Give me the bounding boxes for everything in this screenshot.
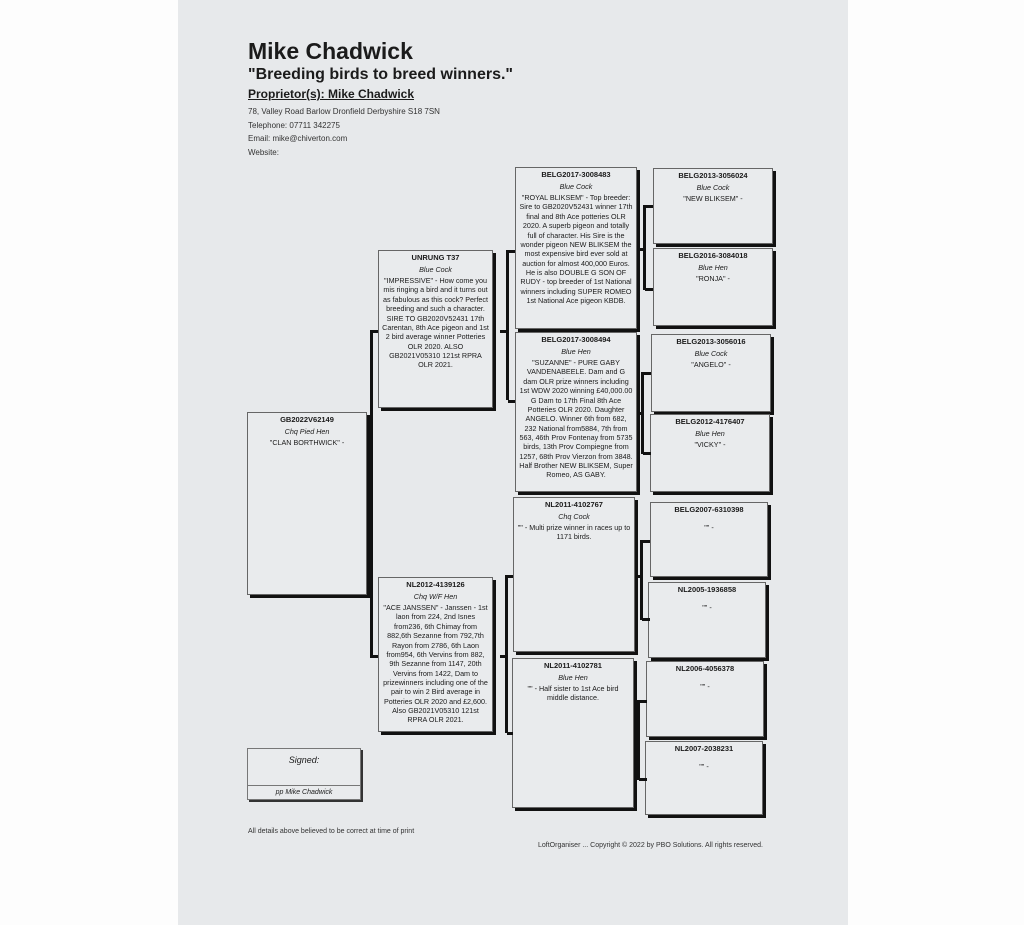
connector-line: [506, 250, 509, 400]
bird-notes: "ROYAL BLIKSEM" - Top breeder: Sire to G…: [519, 193, 633, 306]
telephone: Telephone: 07711 342275: [248, 121, 340, 130]
bird-colour: Chq W/F Hen: [413, 591, 458, 601]
connector-line: [500, 655, 508, 658]
connector-line: [635, 575, 640, 578]
copyright: LoftOrganiser ... Copyright © 2022 by PB…: [538, 842, 763, 849]
connector-line: [643, 452, 651, 455]
bird-colour: Blue Cock: [696, 182, 730, 192]
pedigree-box-ds-dam: NL2005-1936858 "" -: [648, 582, 766, 658]
slogan: "Breeding birds to breed winners.": [248, 66, 513, 83]
connector-line: [634, 733, 638, 736]
connector-line: [367, 500, 372, 503]
connector-line: [370, 655, 378, 658]
bird-ring: BELG2017-3008483: [541, 170, 611, 179]
bird-notes: "CLAN BORTHWICK" -: [269, 438, 345, 448]
bird-ring: GB2022V62149: [280, 415, 334, 424]
website: Website:: [248, 148, 279, 157]
connector-line: [370, 330, 373, 656]
connector-line: [639, 700, 647, 703]
bird-notes: "NEW BLIKSEM" -: [683, 194, 743, 204]
bird-ring: BELG2012-4176407: [675, 417, 745, 426]
bird-colour: Blue Hen: [561, 346, 591, 356]
connector-line: [637, 248, 643, 251]
bird-colour: Blue Hen: [558, 672, 588, 682]
bird-notes: "ANGELO" -: [691, 360, 731, 370]
bird-ring: BELG2013-3056024: [678, 171, 748, 180]
bird-ring: UNRUNG T37: [411, 253, 460, 262]
bird-ring: NL2012-4139126: [406, 580, 465, 589]
bird-colour: Chq Pied Hen: [284, 426, 330, 436]
bird-ring: NL2005-1936858: [677, 585, 737, 594]
signed-by: pp Mike Chadwick: [248, 785, 360, 799]
bird-notes: "" - Multi prize winner in races up to 1…: [517, 523, 631, 542]
bird-notes: "" - Half sister to 1st Ace bird middle …: [527, 684, 619, 703]
bird-colour: Blue Hen: [698, 262, 728, 272]
disclaimer: All details above believed to be correct…: [248, 828, 415, 835]
bird-ring: BELG2016-3084018: [678, 251, 748, 260]
bird-colour: Blue Cock: [559, 181, 593, 191]
bird-colour: Blue Hen: [695, 428, 725, 438]
bird-ring: BELG2007-6310398: [674, 505, 744, 514]
connector-line: [640, 540, 643, 620]
connector-line: [637, 700, 640, 780]
bird-ring: BELG2013-3056016: [676, 337, 746, 346]
connector-line: [370, 330, 378, 333]
bird-notes: "" -: [702, 602, 712, 612]
connector-line: [500, 330, 508, 333]
bird-notes: "VICKY" -: [694, 440, 726, 450]
bird-ring: NL2006-4056378: [675, 664, 735, 673]
connector-line: [505, 575, 508, 733]
bird-colour: Blue Cock: [694, 348, 728, 358]
bird-colour: Chq Cock: [558, 511, 590, 521]
email: Email: mike@chiverton.com: [248, 134, 348, 143]
pedigree-box-dd-sire: NL2006-4056378 "" -: [646, 661, 764, 737]
bird-notes: "" -: [700, 681, 710, 691]
bird-notes: "IMPRESSIVE" - How come you mis ringing …: [382, 276, 489, 370]
connector-line: [639, 778, 647, 781]
connector-line: [641, 372, 644, 454]
connector-line: [643, 372, 651, 375]
connector-line: [507, 732, 513, 735]
bird-notes: "" -: [699, 761, 709, 771]
bird-colour: Blue Cock: [419, 264, 452, 274]
connector-line: [645, 288, 653, 291]
pedigree-box-ds-sire: BELG2007-6310398 "" -: [650, 502, 768, 577]
connector-line: [637, 412, 642, 415]
connector-line: [508, 250, 515, 253]
bird-ring: NL2011-4102767: [545, 500, 603, 509]
bird-notes: "SUZANNE" - PURE GABY VANDENABEELE. Dam …: [519, 358, 633, 480]
signature-box: Signed: pp Mike Chadwick: [247, 748, 361, 800]
connector-line: [645, 205, 653, 208]
bird-notes: "RONJA" -: [696, 274, 730, 284]
bird-notes: "" -: [704, 522, 714, 532]
signed-label: Signed:: [288, 755, 320, 765]
connector-line: [507, 575, 513, 578]
connector-line: [643, 205, 646, 290]
connector-line: [508, 400, 515, 403]
bird-ring: NL2011-4102781: [544, 661, 602, 670]
proprietor: Proprietor(s): Mike Chadwick: [248, 87, 415, 101]
bird-ring: NL2007-2038231: [674, 744, 734, 753]
breeder-name: Mike Chadwick: [248, 38, 413, 64]
address: 78, Valley Road Barlow Dronfield Derbysh…: [248, 107, 440, 116]
connector-line: [642, 540, 650, 543]
connector-line: [642, 618, 650, 621]
bird-notes: "ACE JANSSEN" - Janssen - 1st laon from …: [383, 603, 488, 725]
bird-ring: BELG2017-3008494: [541, 335, 611, 344]
pedigree-box-dd-dam: NL2007-2038231 "" -: [645, 741, 763, 815]
